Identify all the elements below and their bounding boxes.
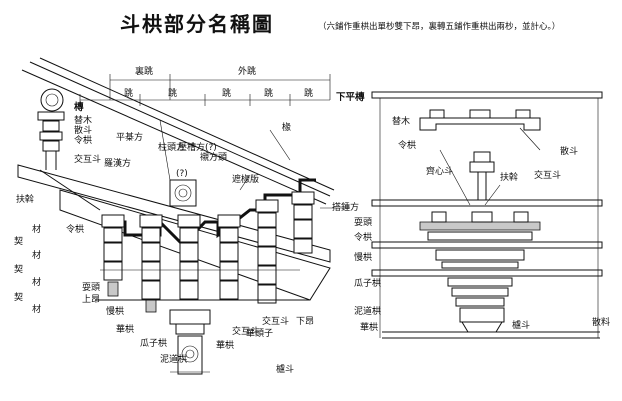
label-jiaohudou: 交互斗	[74, 153, 101, 165]
label-zhemuban: 遮椽版	[232, 173, 259, 185]
diagram-subtitle: （六鋪作重栱出單杪雙下昂，裏轉五鋪作重栱出兩杪，並計心。）	[318, 22, 561, 32]
label-shuatou-r: 耍頭	[354, 217, 372, 228]
label-outer-jump: 外跳	[238, 65, 256, 77]
label-timu-r: 替木	[392, 115, 410, 127]
label-shangang: 上昂	[82, 294, 100, 305]
label-qi-2: 契	[14, 263, 23, 275]
label-sandou-r: 散斗	[560, 145, 578, 157]
label-linggong-r2: 令栱	[354, 231, 372, 243]
label-ludou: 櫨斗	[276, 363, 294, 375]
label-shuatou: 耍頭	[82, 282, 100, 293]
label-chuan: 椽	[282, 121, 291, 133]
label-xiapingtuan: 下平槫	[336, 91, 365, 103]
label-sandou: 散斗	[74, 124, 92, 136]
label-chenfangtou: 襯方頭	[200, 151, 227, 163]
label-timu: 替木	[74, 114, 92, 126]
label-xiaang: 下昂	[296, 316, 314, 327]
label-tuan: 槫	[74, 101, 84, 113]
label-luohanfang: 羅漢方	[104, 157, 131, 169]
label-cai-4: 材	[32, 303, 41, 315]
label-mangong-r: 慢栱	[354, 251, 372, 263]
label-qi-1: 契	[14, 235, 23, 247]
label-jiaohudou-r: 交互斗	[534, 169, 561, 181]
label-ludou-r: 櫨斗	[512, 319, 530, 331]
label-sanliao: 散料	[592, 316, 610, 328]
label-linggong-r: 令栱	[398, 139, 416, 151]
label-jump-2: 跳	[168, 87, 177, 99]
label-jiaohudou-2: 交互斗	[232, 325, 259, 337]
label-inner-jump: 裏跳	[135, 65, 153, 77]
label-nidaogong-r: 泥道栱	[354, 305, 381, 317]
label-cai-3: 材	[32, 276, 41, 288]
label-huatouzi: 華頭子	[246, 327, 273, 339]
label-cai-2: 材	[32, 249, 41, 261]
label-guazigong: 瓜子栱	[140, 337, 167, 349]
label-jump-4: 跳	[264, 87, 273, 99]
label-jump-5: 跳	[304, 87, 313, 99]
label-linggong: 令栱	[74, 134, 92, 146]
label-jump-3: 跳	[222, 87, 231, 99]
diagram-title: 斗栱部分名稱圖	[120, 12, 274, 36]
left-section-drawing	[17, 57, 350, 375]
label-qixindou: 齊心斗	[426, 165, 453, 177]
label-nidaogong: 泥道栱	[160, 353, 187, 365]
label-kezhongfang: 搭鍾方	[332, 201, 359, 213]
label-huagong: 華栱	[116, 323, 134, 335]
label-huagong-2: 華栱	[216, 339, 234, 351]
label-yanmo: 壓槽方(?)	[178, 141, 217, 153]
label-qi-3: 契	[14, 291, 23, 303]
label-zhutoufang: 柱頭方	[158, 141, 185, 153]
label-cai-1: 材	[32, 223, 41, 235]
label-huagong-r: 華栱	[360, 321, 378, 333]
label-tiejian: 扶斡	[16, 193, 34, 205]
label-mangong: 慢栱	[106, 305, 124, 317]
label-linggong-2: 令栱	[66, 223, 84, 235]
label-tiejian-r: 扶斡	[500, 171, 518, 183]
right-section-drawing	[371, 91, 603, 339]
label-jiaohudou-3: 交互斗	[262, 315, 289, 327]
label-guazigong-r: 瓜子栱	[354, 277, 381, 289]
label-question: (?)	[176, 169, 188, 179]
label-pingqifang: 平棊方	[116, 131, 143, 143]
purlin-round	[40, 88, 64, 112]
label-jump-1: 跳	[124, 87, 133, 99]
bracket-stack-left	[101, 214, 125, 297]
